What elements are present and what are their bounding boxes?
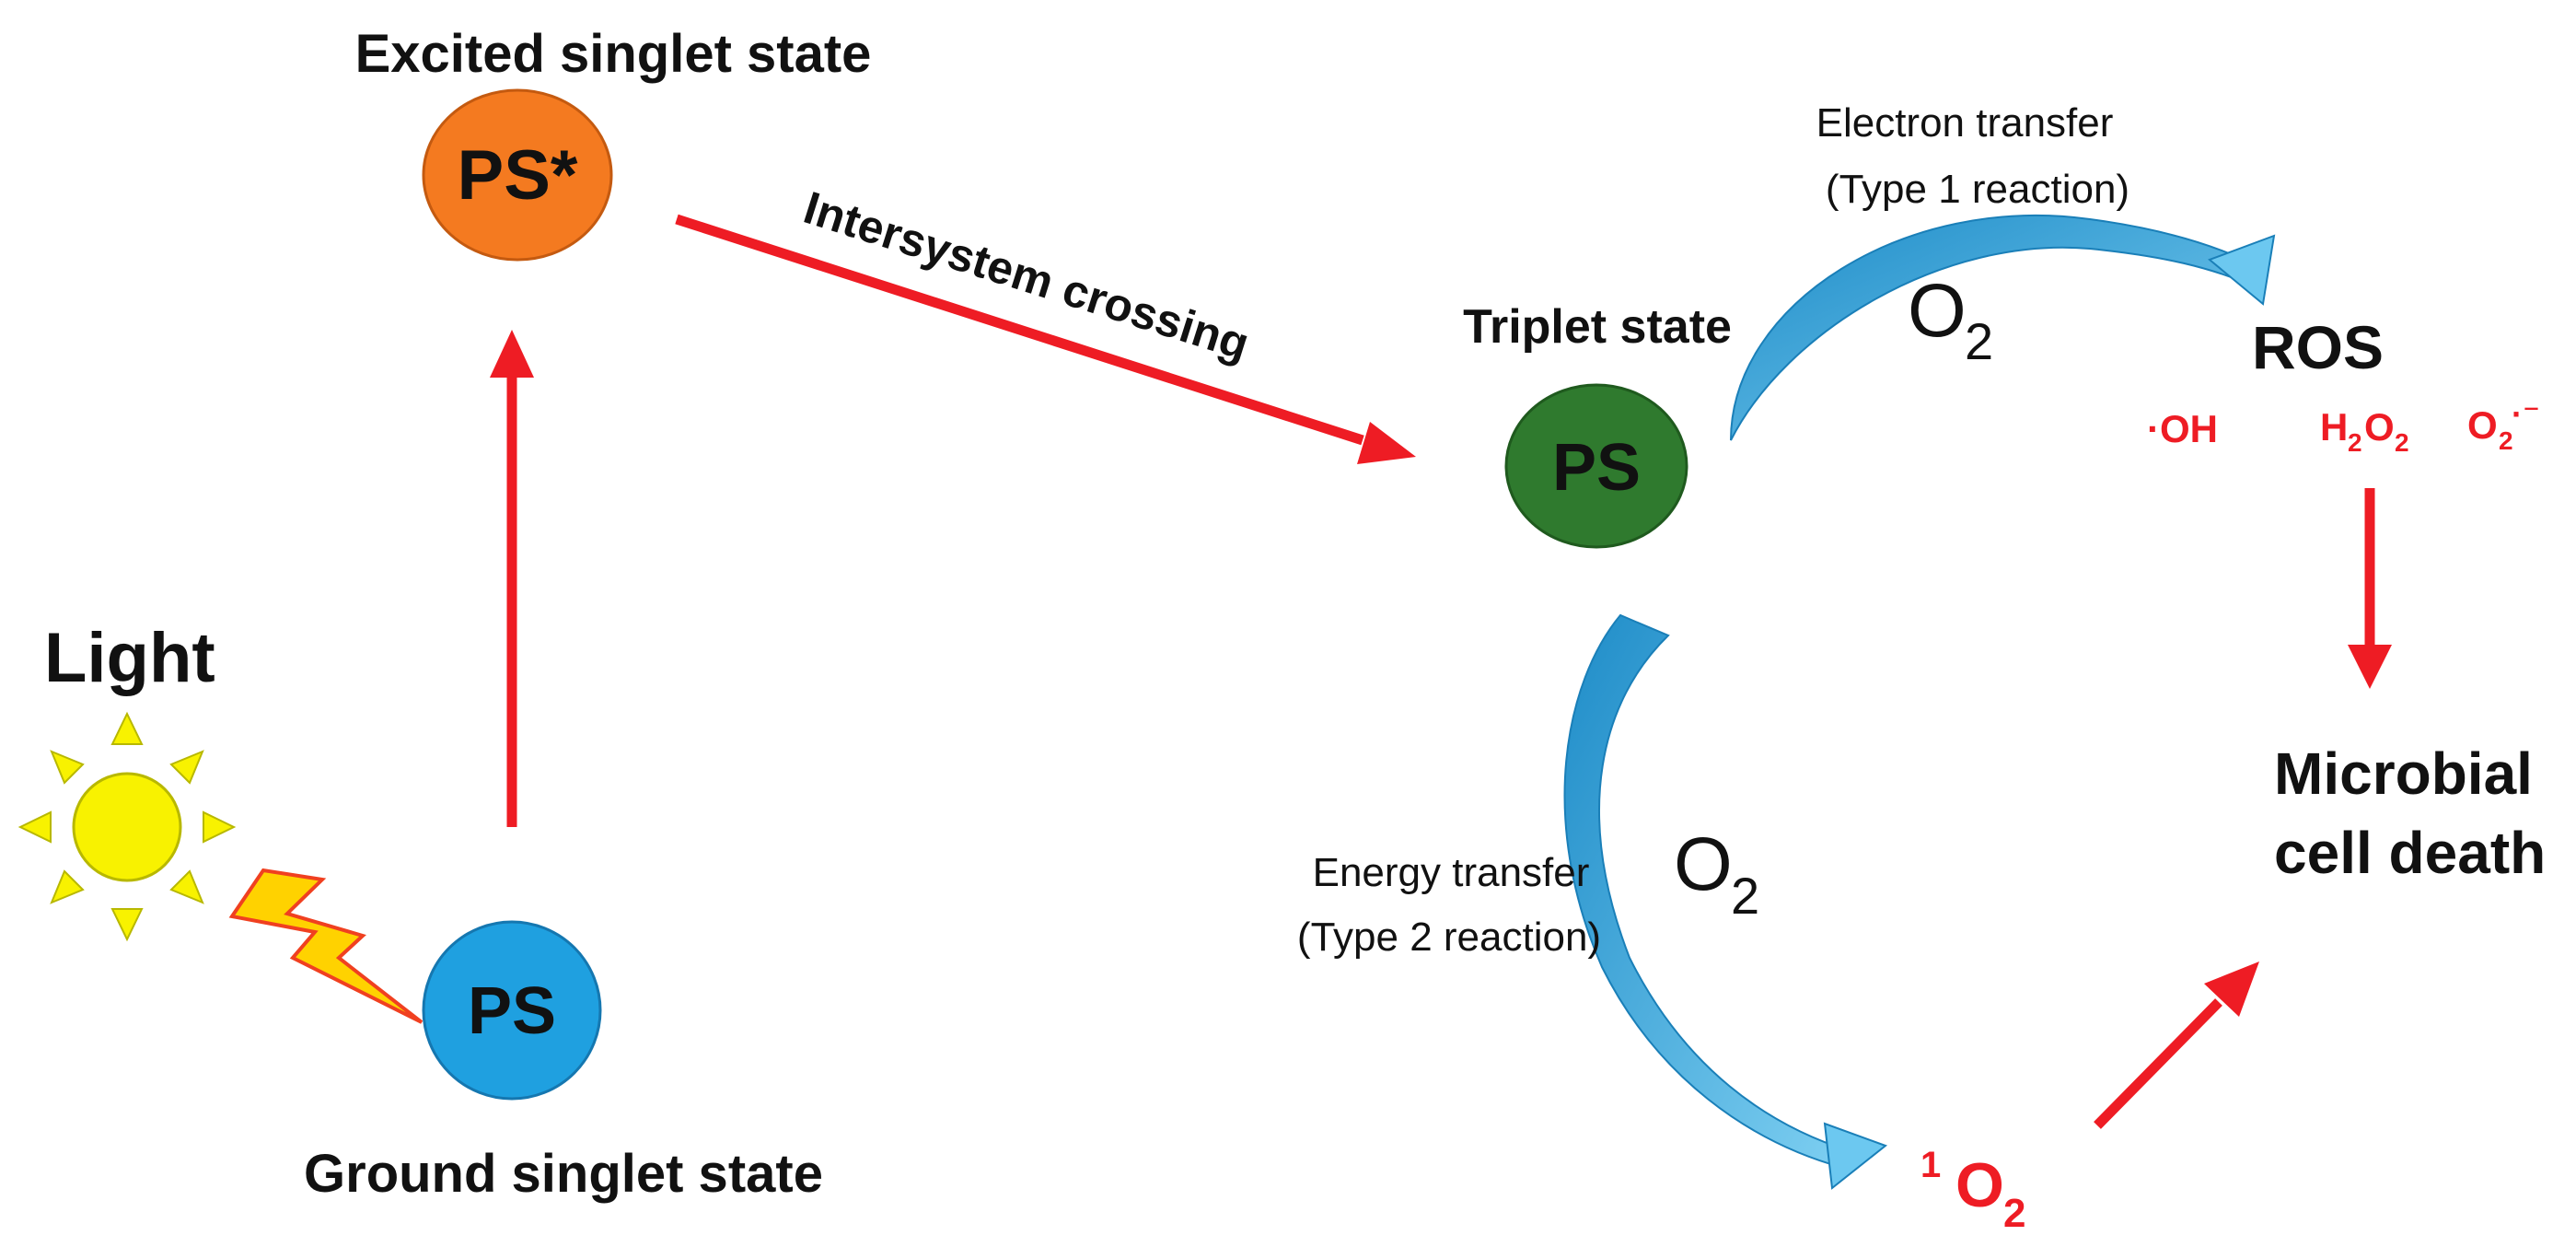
h2o2-sub2: 2 (2395, 428, 2409, 457)
type1-label-line2: (Type 1 reaction) (1826, 167, 2129, 212)
singlet-oxygen-to-death-arrow (2094, 961, 2259, 1129)
outcome-line1: Microbial (2274, 740, 2533, 807)
h2o2-o: O (2364, 405, 2395, 449)
type2-curved-arrow (1563, 613, 1888, 1190)
type2-label-line2: (Type 2 reaction) (1297, 915, 1601, 960)
type1-curved-arrow (1730, 215, 2276, 441)
sun-icon (17, 711, 237, 942)
singlet-oxygen-sub: 2 (2003, 1191, 2025, 1236)
h2o2-sub1: 2 (2348, 428, 2362, 457)
lightning-bolt-icon (228, 868, 424, 1024)
superoxide-sub: 2 (2499, 426, 2513, 455)
type2-oxygen: O 2 (1674, 822, 1759, 925)
ros-label: ROS (2252, 313, 2384, 381)
outcome-line2: cell death (2274, 820, 2546, 886)
ground-state-circle-label: PS (468, 974, 556, 1048)
type2-label-line1: Energy transfer (1313, 850, 1590, 895)
singlet-oxygen-superscript: 1 (1920, 1145, 1941, 1185)
excitation-arrow (490, 330, 534, 827)
ground-state-node: PS (422, 920, 602, 1101)
type1-o2-o: O (1908, 269, 1967, 353)
excited-state-caption: Excited singlet state (355, 24, 872, 84)
superoxide-o: O (2467, 403, 2498, 447)
superoxide-charge: ·⁻ (2512, 395, 2540, 433)
triplet-state-caption: Triplet state (1463, 300, 1732, 354)
excited-state-node: PS* (422, 88, 613, 262)
type1-oxygen: O 2 (1908, 269, 1993, 370)
triplet-state-circle (1504, 383, 1688, 549)
triplet-state-node: PS (1504, 383, 1688, 549)
light-label: Light (44, 619, 215, 697)
singlet-oxygen-o: O (1955, 1150, 2004, 1220)
type1-label-line1: Electron transfer (1816, 100, 2114, 146)
excited-state-circle (422, 88, 613, 262)
excited-state-circle-label: PS* (458, 136, 578, 215)
ground-state-circle (422, 920, 602, 1101)
type1-o2-sub: 2 (1965, 312, 1993, 370)
singlet-oxygen: 1 O 2 (1920, 1145, 2025, 1236)
ros-to-death-arrow (2348, 488, 2392, 689)
hydroxyl-radical: ·OH (2147, 407, 2218, 450)
ros-species: ·OH H 2 O 2 O 2 ·⁻ (2147, 395, 2540, 457)
ground-state-caption: Ground singlet state (304, 1144, 823, 1204)
triplet-state-circle-label: PS (1552, 431, 1641, 505)
intersystem-crossing-arrow (675, 214, 1416, 464)
type2-o2-o: O (1674, 822, 1733, 906)
type2-o2-sub: 2 (1731, 867, 1759, 925)
h2o2-h: H (2320, 405, 2348, 449)
